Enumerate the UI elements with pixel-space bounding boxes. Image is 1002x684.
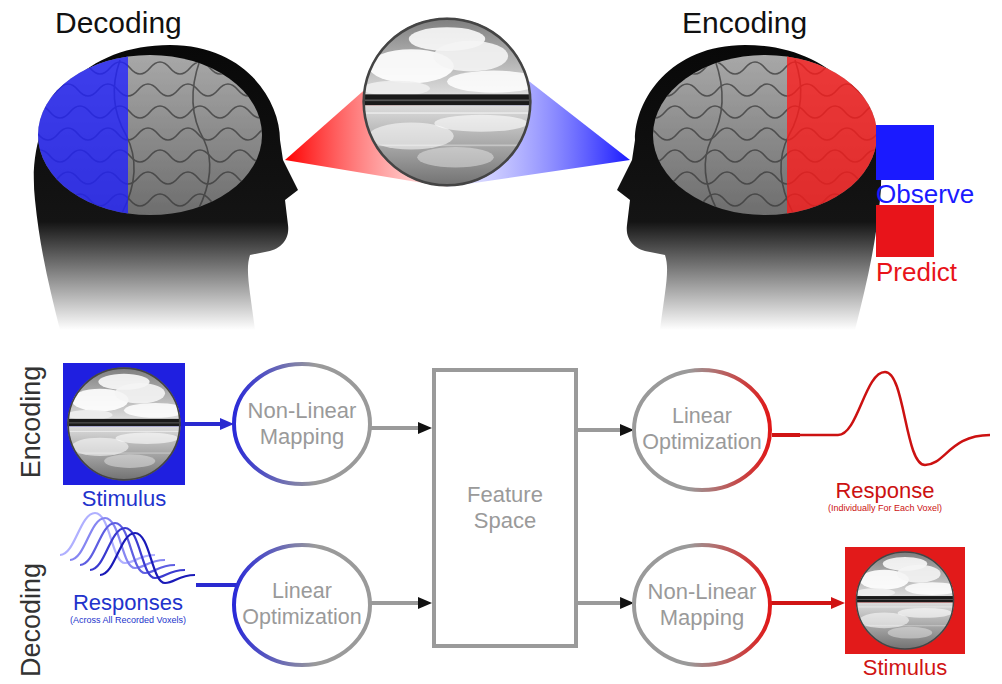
flow-arrow [578,428,624,432]
stimulus-label: Stimulus [863,655,947,681]
response-label: Response [835,478,934,503]
stimulus-input: Stimulus [63,363,185,485]
stimulus-output: Stimulus [845,547,965,654]
stimulus-picture [362,17,541,187]
head-encoding [617,45,885,330]
flow-arrow [185,422,224,426]
circle-label: Non-Linear Mapping [242,398,362,451]
circle-label: Linear Optimization [642,404,762,456]
flow-arrow [770,601,835,605]
circle-label: Non-Linear Mapping [642,579,762,632]
response-wire [772,433,800,437]
responses-waveforms [60,513,195,583]
mapping-circle: Non-Linear Mapping [232,362,372,486]
responses-note: (Across All Recorded Voxels) [70,615,186,625]
row-label: Decoding [16,563,47,677]
row-label: Encoding [16,366,47,479]
feature-space-box: Feature Space [432,368,578,648]
legend-swatch [876,205,934,257]
mapping-circle: Non-Linear Mapping [632,543,772,667]
responses-wire [196,583,238,587]
stimulus-picture [849,551,961,650]
panel-heading: Decoding [55,6,182,41]
flow-arrow [370,601,422,605]
head-decoding [30,45,298,330]
optimization-circle: Linear Optimization [232,543,372,667]
response-waveform [800,372,990,465]
optimization-circle: Linear Optimization [632,368,772,492]
flow-arrow [370,426,422,430]
stimulus-picture [67,367,181,481]
box-label: Feature Space [444,482,566,535]
stimulus-label: Stimulus [82,486,166,512]
flow-arrow [578,601,624,605]
legend-text: Predict [876,258,957,287]
responses-label: Responses [73,590,183,615]
response-note: (Individually For Each Voxel) [828,503,942,513]
panel-heading: Encoding [682,6,807,41]
legend-swatch [876,125,934,180]
circle-label: Linear Optimization [242,579,362,631]
